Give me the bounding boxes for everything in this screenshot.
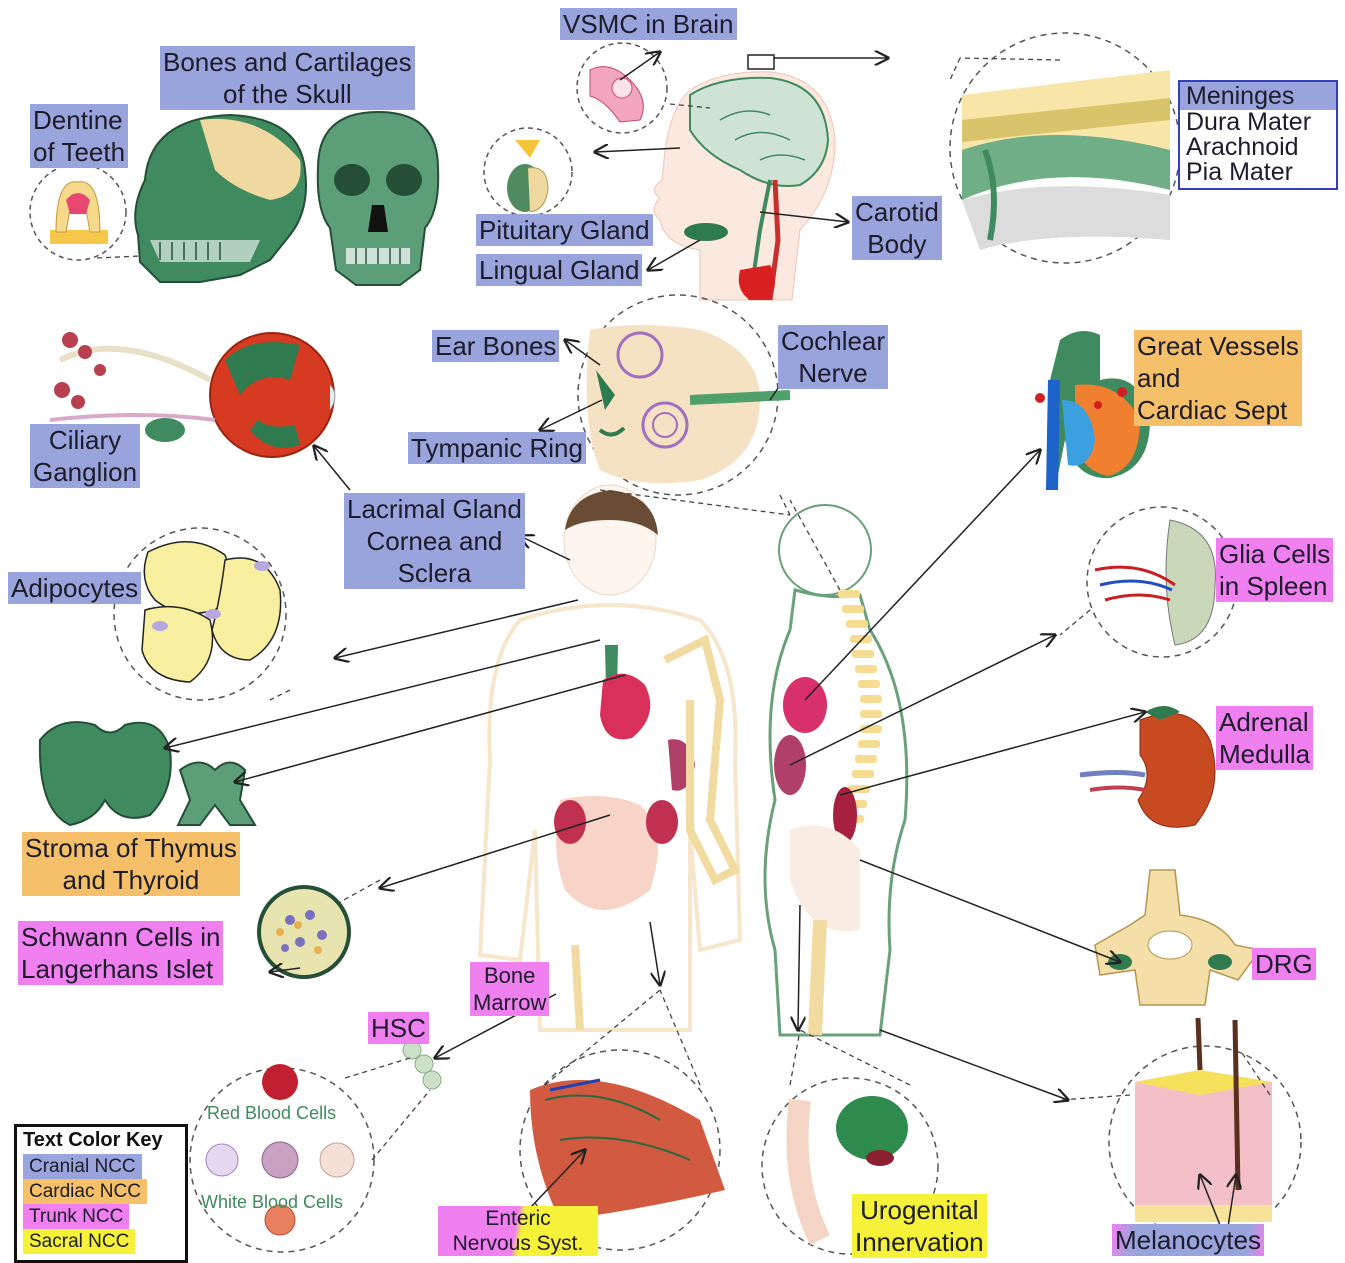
thymus-thyroid — [40, 722, 255, 825]
label-stroma: Stroma of Thymus and Thyroid — [22, 832, 240, 896]
spleen-detail — [1087, 507, 1237, 657]
label-ear-bones: Ear Bones — [432, 330, 559, 362]
label-ciliary: Ciliary Ganglion — [30, 424, 140, 488]
key-item-cardiac: Cardiac NCC — [23, 1179, 147, 1204]
label-red-blood-cells: Red Blood Cells — [204, 1097, 339, 1129]
text-color-key: Text Color Key Cranial NCC Cardiac NCC T… — [14, 1124, 188, 1263]
body-side — [765, 505, 907, 1035]
key-item-trunk: Trunk NCC — [23, 1204, 129, 1229]
label-lacrimal: Lacrimal Gland Cornea and Sclera — [344, 493, 525, 589]
label-melanocytes: Melanocytes — [1112, 1224, 1264, 1256]
label-vsmc: VSMC in Brain — [560, 8, 737, 40]
ear-detail — [578, 295, 790, 495]
skull-side — [135, 115, 306, 282]
label-dentine: Dentine of Teeth — [30, 104, 128, 168]
meninges-legend: Meninges Dura Mater Arachnoid Pia Mater — [1178, 80, 1338, 190]
label-drg: DRG — [1252, 948, 1316, 980]
head-profile — [654, 55, 835, 300]
label-pituitary: Pituitary Gland — [476, 214, 653, 246]
key-title: Text Color Key — [17, 1127, 185, 1154]
meninges-item: Dura Mater — [1180, 110, 1336, 135]
meninges-title: Meninges — [1180, 82, 1336, 110]
label-tympanic: Tympanic Ring — [408, 432, 586, 464]
label-glia: Glia Cells in Spleen — [1216, 538, 1333, 602]
meninges-item: Pia Mater — [1180, 160, 1336, 185]
skull-front — [318, 112, 438, 285]
heart-detail — [1035, 331, 1150, 490]
label-lingual: Lingual Gland — [476, 254, 642, 286]
label-bone-marrow: Bone Marrow — [470, 962, 549, 1016]
adipocytes-detail — [114, 528, 286, 700]
pituitary-detail — [484, 128, 572, 216]
vertebra-detail — [1095, 870, 1260, 1005]
skin-detail — [1109, 1018, 1301, 1238]
islet-detail — [259, 887, 349, 977]
label-carotid: Carotid Body — [852, 196, 942, 260]
label-white-blood-cells: White Blood Cells — [198, 1186, 346, 1218]
label-great-vessels: Great Vessels and Cardiac Sept — [1134, 330, 1302, 426]
label-adrenal: Adrenal Medulla — [1216, 706, 1313, 770]
hsc-cells — [403, 1041, 441, 1089]
key-item-cranial: Cranial NCC — [23, 1154, 142, 1179]
label-schwann: Schwann Cells in Langerhans Islet — [18, 921, 223, 985]
blood-cells-detail — [190, 1064, 374, 1252]
meninges-detail — [950, 33, 1180, 263]
label-enteric: Enteric Nervous Syst. — [438, 1206, 598, 1256]
label-skull: Bones and Cartilages of the Skull — [160, 46, 415, 110]
label-hsc: HSC — [368, 1012, 429, 1044]
label-adipocytes: Adipocytes — [8, 572, 141, 604]
label-cochlear: Cochlear Nerve — [778, 325, 888, 389]
meninges-item: Arachnoid — [1180, 135, 1336, 160]
label-urogenital: Urogenital Innervation — [852, 1194, 987, 1258]
key-item-sacral: Sacral NCC — [23, 1229, 135, 1254]
tooth-detail — [30, 164, 126, 260]
